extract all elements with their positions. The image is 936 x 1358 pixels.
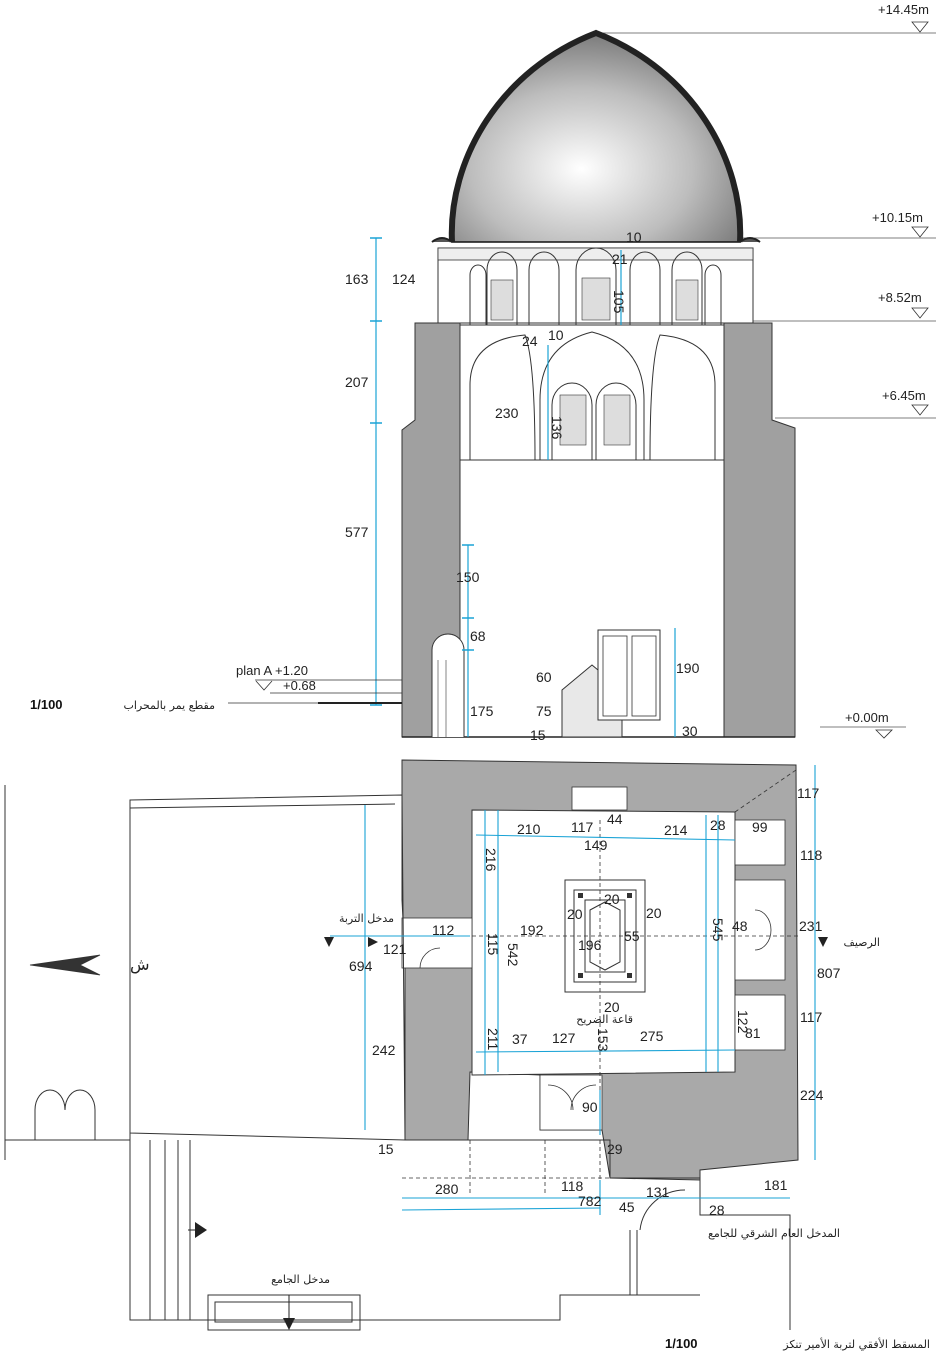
dim-10a: 10 — [626, 229, 642, 245]
tomb-hall — [471, 809, 736, 1076]
hall-label: قاعة الضريح — [576, 1013, 633, 1026]
dim-37: 37 — [512, 1031, 528, 1047]
dim-68: 68 — [470, 628, 486, 644]
plan-drawing: 210 117 44 214 28 99 117 149 118 216 115… — [4, 759, 930, 1351]
dim-48: 48 — [732, 918, 748, 934]
step-level: +0.68 — [283, 678, 316, 693]
dome — [451, 32, 741, 243]
section-scale: 1/100 — [30, 697, 63, 712]
dim-30: 30 — [682, 723, 698, 739]
dim-81: 81 — [745, 1025, 761, 1041]
section-drawing: +14.45m +10.15m +8.52m +6.45m +0.00m 163… — [30, 2, 936, 743]
dim-136: 136 — [549, 416, 565, 440]
dim-211: 211 — [485, 1028, 501, 1051]
dim-131: 131 — [646, 1184, 670, 1200]
right-wall — [723, 322, 796, 738]
plan-scale: 1/100 — [665, 1336, 698, 1351]
dim-24: 24 — [522, 333, 538, 349]
dim-20a: 20 — [604, 891, 620, 907]
dim-112: 112 — [432, 922, 455, 938]
dim-275: 275 — [640, 1028, 664, 1044]
dim-181: 181 — [764, 1177, 788, 1193]
dim-216: 216 — [483, 848, 499, 872]
dim-105: 105 — [611, 290, 627, 314]
plan-a-label: plan A +1.20 — [236, 663, 308, 678]
dim-21: 21 — [612, 251, 628, 267]
door — [597, 629, 661, 721]
dim-60: 60 — [536, 669, 552, 685]
level-1445: +14.45m — [878, 2, 929, 17]
dim-115: 115 — [485, 933, 501, 956]
dim-175: 175 — [470, 703, 494, 719]
entrance-turba-label: مدخل التربة — [339, 912, 394, 925]
dim-29: 29 — [607, 1141, 623, 1157]
dim-214: 214 — [664, 822, 688, 838]
section-title: مقطع يمر بالمحراب — [123, 699, 215, 712]
dim-577: 577 — [345, 524, 369, 540]
dim-224: 224 — [800, 1087, 824, 1103]
dim-55: 55 — [624, 928, 640, 944]
level-000: +0.00m — [845, 710, 889, 725]
dim-230: 230 — [495, 405, 519, 421]
dim-20b: 20 — [567, 906, 583, 922]
dim-231: 231 — [799, 918, 823, 934]
dim-122: 122 — [735, 1010, 751, 1034]
dim-542: 542 — [505, 943, 521, 967]
level-1015: +10.15m — [872, 210, 923, 225]
dim-190: 190 — [676, 660, 700, 676]
north-arrow — [29, 954, 101, 976]
dim-28-top: 28 — [710, 817, 726, 833]
dim-90: 90 — [582, 1099, 598, 1115]
dim-121: 121 — [383, 941, 407, 957]
dim-807: 807 — [817, 965, 841, 981]
dim-192: 192 — [520, 922, 544, 938]
dim-45: 45 — [619, 1199, 635, 1215]
dim-782: 782 — [578, 1193, 602, 1209]
dim-44: 44 — [607, 811, 623, 827]
dim-118-right: 118 — [800, 847, 823, 863]
mosque-entrance-label: مدخل الجامع — [271, 1273, 330, 1286]
dim-20c: 20 — [646, 905, 662, 921]
east-entrance-label: المدخل العام الشرقي للجامع — [708, 1227, 840, 1240]
dim-127: 127 — [552, 1030, 576, 1046]
dim-124: 124 — [392, 271, 416, 287]
dim-207: 207 — [345, 374, 369, 390]
dim-153: 153 — [595, 1028, 611, 1052]
plan-title: المسقط الأفقي لتربة الأمير تنكز — [782, 1337, 930, 1351]
sidewalk-label: الرصيف — [843, 936, 880, 949]
dim-20d: 20 — [604, 999, 620, 1015]
dim-99: 99 — [752, 819, 768, 835]
dim-163: 163 — [345, 271, 369, 287]
dim-118: 118 — [561, 1178, 584, 1194]
dim-242: 242 — [372, 1042, 396, 1058]
dim-280: 280 — [435, 1181, 459, 1197]
dim-15: 15 — [530, 727, 546, 743]
dim-694: 694 — [349, 958, 373, 974]
dim-149: 149 — [584, 837, 608, 853]
dim-150: 150 — [456, 569, 480, 585]
level-852: +8.52m — [878, 290, 922, 305]
dim-117-lower: 117 — [800, 1009, 823, 1025]
dim-28-bottom: 28 — [709, 1202, 725, 1218]
dim-10b: 10 — [548, 327, 564, 343]
dim-545: 545 — [710, 918, 726, 942]
dim-15-plan: 15 — [378, 1141, 394, 1157]
dim-196: 196 — [578, 937, 602, 953]
north-label: ش — [130, 955, 150, 974]
dim-117-right: 117 — [797, 785, 820, 801]
dim-210: 210 — [517, 821, 541, 837]
level-645: +6.45m — [882, 388, 926, 403]
dim-75: 75 — [536, 703, 552, 719]
dim-117-top: 117 — [571, 819, 594, 835]
